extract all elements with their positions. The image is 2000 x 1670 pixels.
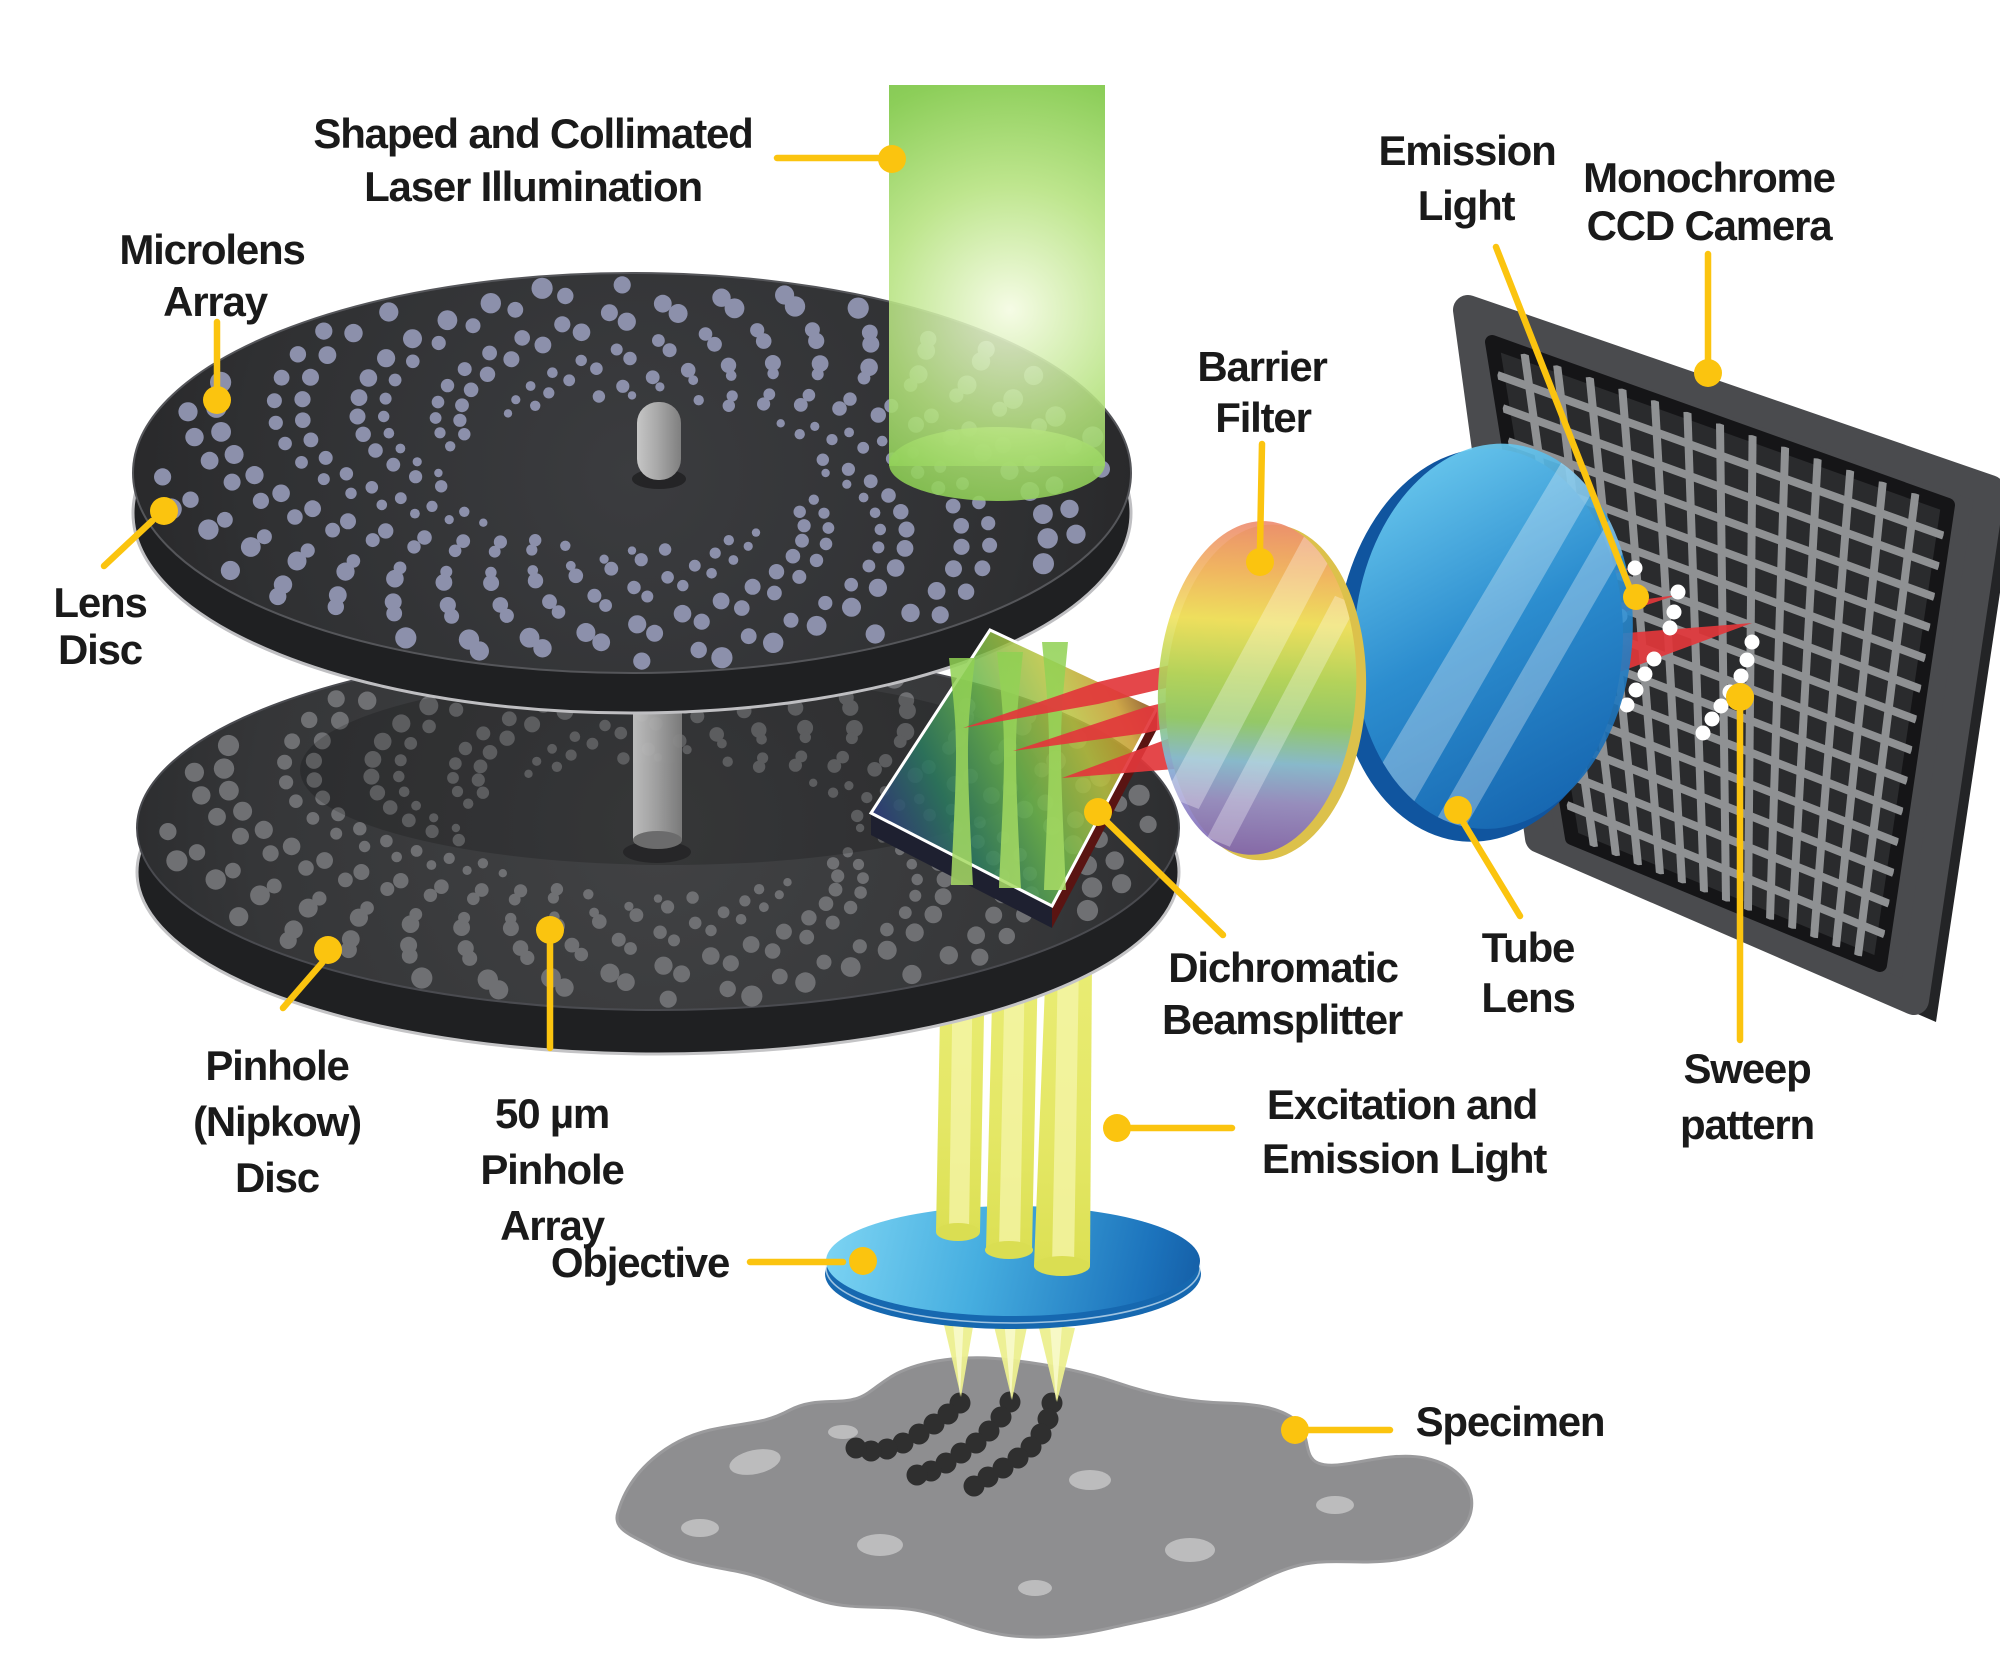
- callout-line-pinhole-disc: [279, 959, 326, 1012]
- callout-line-emission: [1492, 243, 1634, 593]
- barrier-filter: [1157, 521, 1367, 861]
- callout-dot-dichromatic: [1084, 798, 1112, 826]
- label-microlens-line1: Microlens: [119, 226, 304, 273]
- specimen-illustration: [615, 1356, 1474, 1639]
- specimen-texture: [681, 1425, 1354, 1596]
- axle-nub: [637, 402, 681, 480]
- lens-disc-surface: [132, 272, 1132, 674]
- label-specimen: Specimen: [1416, 1398, 1605, 1445]
- label-microlens-line2: Array: [163, 278, 269, 325]
- callout-line-lens-disc: [100, 517, 156, 570]
- callouts: [100, 145, 1754, 1444]
- callout-line-tube-lens: [1459, 818, 1524, 920]
- label-laser-line2: Laser Illumination: [364, 163, 702, 210]
- label-dichromatic-line2: Beamsplitter: [1162, 996, 1403, 1043]
- label-pinhole-array-line2: Pinhole: [480, 1146, 623, 1193]
- objective-face: [826, 1206, 1200, 1316]
- ccd-camera: [1453, 295, 2000, 1022]
- callout-dot-laser: [878, 145, 906, 173]
- excitation-emission-beams: [936, 960, 1092, 1276]
- label-dichromatic-line1: Dichromatic: [1168, 944, 1398, 991]
- label-pinhole-disc-line1: Pinhole: [205, 1042, 348, 1089]
- label-laser-line1: Shaped and Collimated: [313, 110, 752, 157]
- label-ccd-line1: Monochrome: [1583, 154, 1835, 201]
- focused-beam-cones: [941, 1312, 1075, 1402]
- specimen-sweep-dots: [845, 1391, 1063, 1497]
- label-emission-line2: Light: [1418, 182, 1516, 229]
- objective-lens: [825, 1206, 1201, 1329]
- label-pinhole-disc-line3: Disc: [235, 1154, 320, 1201]
- callout-dot-sweep: [1726, 683, 1754, 711]
- label-sweep-line1: Sweep: [1683, 1045, 1810, 1092]
- callout-dot-barrier: [1246, 548, 1274, 576]
- label-sweep-line2: pattern: [1680, 1101, 1814, 1148]
- callout-dot-lens-disc: [150, 497, 178, 525]
- callout-dot-microlens: [203, 386, 231, 414]
- laser-beam-cylinder: [889, 85, 1105, 501]
- axle-shaft: [623, 693, 691, 863]
- callout-dot-pinhole-disc: [314, 936, 342, 964]
- ccd-sensor-grid: [1495, 353, 1945, 957]
- label-objective: Objective: [551, 1239, 729, 1286]
- label-pinhole-array-line3: Array: [500, 1202, 606, 1249]
- label-pinhole-disc-line2: (Nipkow): [193, 1098, 361, 1145]
- green-excitation-beams: [949, 642, 1068, 890]
- label-ccd-line2: CCD Camera: [1587, 202, 1834, 249]
- labels: Shaped and Collimated Laser Illumination…: [53, 110, 1836, 1445]
- label-barrier-line1: Barrier: [1197, 343, 1327, 390]
- barrier-filter-face: [1157, 521, 1357, 855]
- tube-lens: [1336, 443, 1635, 842]
- label-lens-disc-line1: Lens: [53, 579, 146, 626]
- label-excitation-line1: Excitation and: [1267, 1081, 1537, 1128]
- label-tube-lens-line2: Lens: [1481, 974, 1574, 1021]
- label-tube-lens-line1: Tube: [1482, 924, 1574, 971]
- callout-dot-ccd: [1694, 359, 1722, 387]
- callout-line-barrier: [1256, 440, 1266, 553]
- callout-line-dichromatic: [1102, 817, 1227, 939]
- label-barrier-line2: Filter: [1215, 394, 1311, 441]
- callout-dot-specimen: [1281, 1416, 1309, 1444]
- callout-dot-pinhole-array: [536, 916, 564, 944]
- label-excitation-line2: Emission Light: [1262, 1135, 1547, 1182]
- tube-lens-face: [1353, 443, 1633, 829]
- callout-dot-emission: [1623, 584, 1649, 610]
- label-emission-line1: Emission: [1378, 127, 1555, 174]
- callout-dot-objective: [849, 1247, 877, 1275]
- label-lens-disc-line2: Disc: [58, 626, 143, 673]
- callout-dot-excitation: [1103, 1114, 1131, 1142]
- callout-dot-tube-lens: [1444, 796, 1472, 824]
- label-pinhole-array-line1: 50 µm: [495, 1090, 609, 1137]
